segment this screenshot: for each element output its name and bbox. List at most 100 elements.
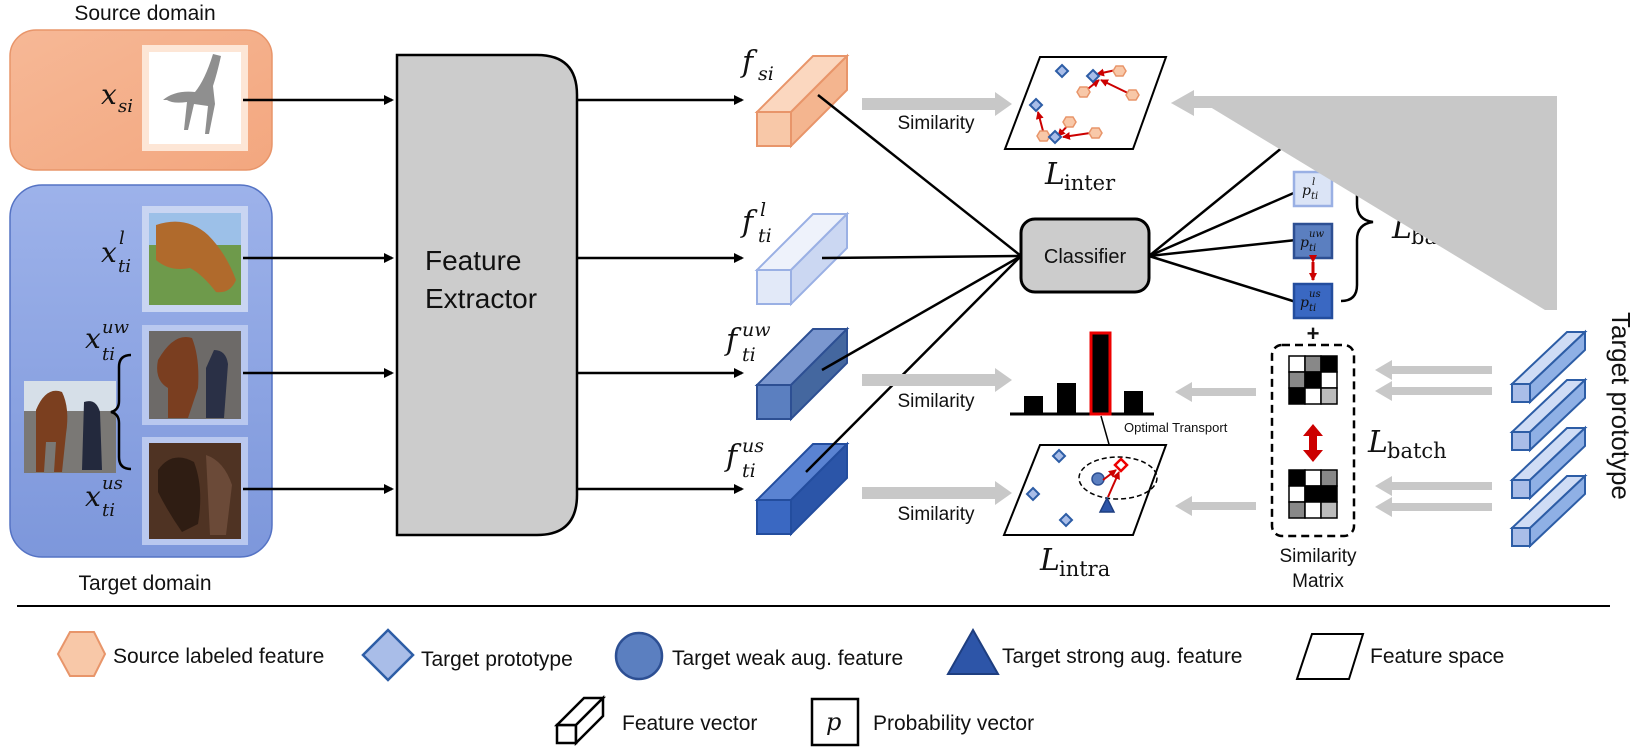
svg-text:L: L (1039, 543, 1060, 578)
svg-text:x: x (85, 322, 101, 355)
similarity-matrix-frame (1270, 343, 1356, 538)
similarity-label-2: Similarity (897, 391, 975, 412)
legend-label-feature-vector: Feature vector (622, 712, 757, 735)
feature-extractor-label-2: Extractor (425, 283, 537, 314)
svg-text:l: l (1312, 177, 1315, 188)
intra-feature-space (1002, 444, 1168, 536)
prob-vector-tus: p us ti (1292, 282, 1334, 320)
plus-sign: + (1307, 321, 1320, 346)
svg-text:uw: uw (742, 319, 771, 341)
legend-label-strong-feature: Target strong aug. feature (1002, 645, 1243, 668)
svg-text:ti: ti (118, 256, 131, 277)
target-image-labeled (142, 206, 248, 312)
svg-text:x: x (101, 236, 117, 269)
svg-text:f: f (724, 323, 742, 358)
classifier-output-lines (1148, 137, 1297, 304)
svg-text:ti: ti (102, 344, 115, 365)
svg-text:l: l (119, 228, 125, 249)
source-domain-title: Source domain (74, 2, 215, 25)
target-image-weak (142, 325, 248, 425)
svg-text:L: L (1367, 425, 1388, 460)
svg-text:L: L (1044, 157, 1065, 192)
similarity-matrix-top (1288, 355, 1338, 405)
target-prototype-vertical-label: Target prototype (1606, 312, 1636, 500)
transport-histogram (1010, 331, 1154, 416)
target-prototype-stack (1509, 329, 1588, 549)
target-image-original (24, 381, 116, 473)
similarity-matrix-label-2: Matrix (1292, 571, 1344, 592)
matrix-consistency-arrow (1303, 424, 1323, 462)
feature-label-ftus: f us ti (724, 435, 764, 482)
svg-text:inter: inter (1064, 171, 1116, 195)
source-image (142, 45, 248, 151)
svg-text:us: us (742, 435, 764, 457)
svg-text:f: f (740, 205, 758, 240)
extractor-output-arrows (577, 95, 744, 494)
svg-text:intra: intra (1059, 557, 1110, 581)
inter-feature-space (1003, 56, 1168, 150)
svg-text:p: p (826, 708, 841, 736)
triangle-icon (946, 627, 1000, 675)
svg-text:ti: ti (1309, 243, 1316, 254)
legend-label-probability-vector: Probability vector (873, 712, 1034, 735)
similarity-label-3: Similarity (897, 504, 975, 525)
input-label-si: x si (101, 78, 133, 117)
svg-text:uw: uw (102, 317, 130, 338)
svg-text:f: f (724, 439, 742, 474)
prototype-feedback-arrow (1171, 90, 1557, 310)
feature-extractor-label-1: Feature (425, 245, 522, 276)
feature-label-ftuw: f uw ti (724, 319, 771, 366)
svg-text:p: p (1300, 295, 1309, 311)
classifier-label: Classifier (1044, 246, 1127, 268)
svg-text:ti: ti (742, 460, 756, 482)
input-label-tl: x l ti (101, 228, 131, 277)
matrix-gray-arrows (1175, 360, 1492, 517)
circle-icon (614, 631, 664, 681)
svg-text:uw: uw (1309, 229, 1324, 240)
svg-text:ti: ti (1309, 303, 1316, 314)
feature-vector-tus (754, 441, 850, 537)
feature-vector-tuw (754, 326, 850, 422)
feature-vector-tl (754, 211, 850, 307)
svg-text:l: l (760, 199, 766, 221)
legend-label-weak-feature: Target weak aug. feature (672, 647, 903, 670)
similarity-matrix-bottom (1288, 469, 1338, 519)
similarity-arrows (862, 92, 1012, 505)
loss-inter: L inter (1044, 157, 1116, 195)
target-domain-title: Target domain (78, 572, 211, 595)
legend-label-source-feature: Source labeled feature (113, 645, 324, 668)
feature-vector-si (754, 53, 850, 149)
target-image-strong (142, 437, 248, 545)
prob-vector-tuw: p uw ti (1292, 222, 1334, 260)
svg-text:f: f (740, 45, 758, 80)
hexagon-icon (56, 631, 107, 677)
svg-text:ti: ti (758, 225, 772, 247)
legend: Source labeled feature Target prototype … (56, 627, 1504, 747)
parallelogram-icon (1295, 633, 1365, 680)
svg-text:us: us (1309, 289, 1321, 300)
aug-brace (110, 353, 132, 471)
svg-text:x: x (101, 78, 117, 111)
feature-extractor-block (395, 53, 579, 537)
prob-vector-tl: p l ti (1292, 170, 1334, 208)
svg-text:si: si (118, 96, 133, 117)
svg-text:batch: batch (1387, 439, 1447, 463)
input-label-tuw: x uw ti (85, 317, 130, 365)
svg-text:x: x (85, 480, 101, 513)
optimal-transport-label: Optimal Transport (1124, 420, 1228, 435)
feature-label-ftl: f l ti (740, 199, 772, 247)
similarity-label-1: Similarity (897, 113, 975, 134)
classifier-input-lines (805, 94, 1022, 473)
feature-vector-icon (553, 694, 607, 747)
similarity-matrix-label-1: Similarity (1279, 546, 1357, 567)
loss-intra: L intra (1039, 543, 1110, 581)
svg-text:us: us (102, 473, 123, 494)
probability-vector-icon: p (810, 697, 860, 747)
svg-text:ti: ti (1311, 191, 1318, 202)
diamond-icon (361, 628, 415, 682)
svg-text:ti: ti (742, 344, 756, 366)
input-label-tus: x us ti (85, 473, 123, 521)
svg-text:p: p (1302, 183, 1311, 199)
legend-label-feature-space: Feature space (1370, 645, 1504, 668)
